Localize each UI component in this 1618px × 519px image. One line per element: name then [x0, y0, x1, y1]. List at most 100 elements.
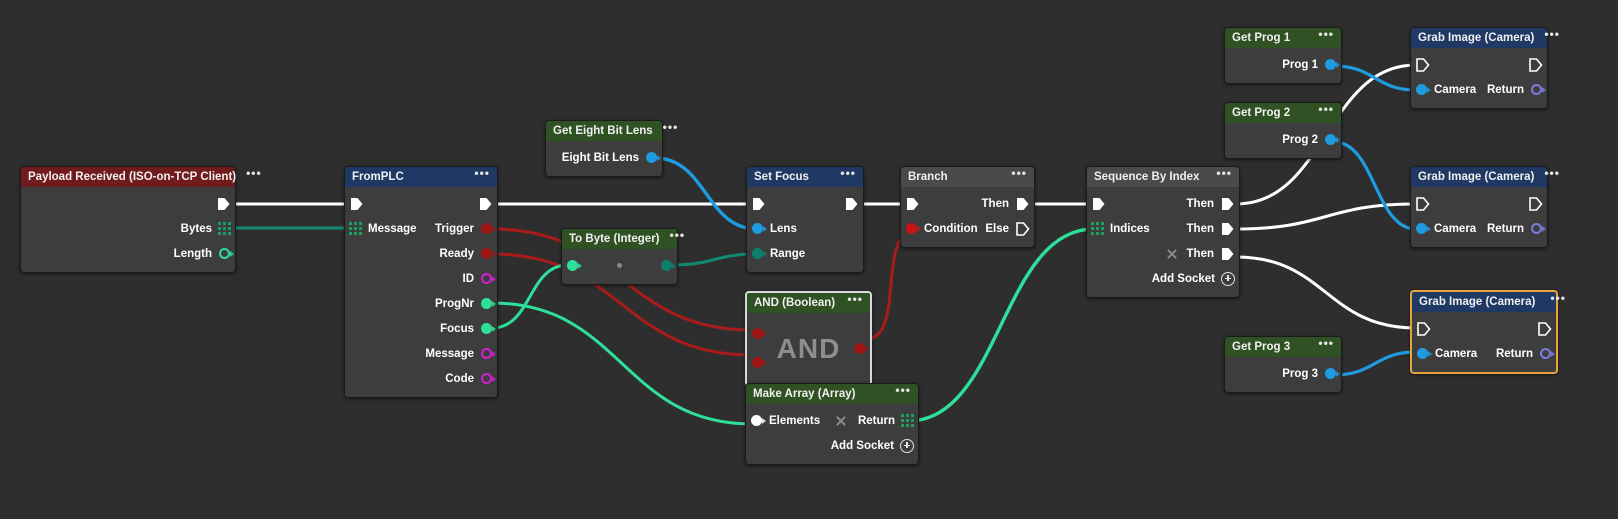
node-menu-button[interactable]: ••• — [1318, 102, 1334, 116]
exec-input-pin[interactable] — [1415, 57, 1430, 73]
node-menu-button[interactable]: ••• — [246, 166, 262, 180]
exec-output-pin[interactable] — [1528, 57, 1543, 73]
output-socket-prog-2[interactable] — [1324, 133, 1340, 146]
exec-output-pin[interactable] — [1220, 221, 1235, 237]
output-socket-return[interactable] — [901, 414, 914, 427]
node-header[interactable]: Get Prog 1••• — [1225, 28, 1341, 48]
node-header[interactable]: AND (Boolean)••• — [747, 293, 870, 313]
node-menu-button[interactable]: ••• — [1216, 166, 1232, 180]
node-menu-button[interactable]: ••• — [1544, 27, 1560, 41]
node-header[interactable]: Make Array (Array)••• — [746, 384, 918, 404]
node-header[interactable]: Get Eight Bit Lens••• — [546, 121, 677, 141]
output-socket-code[interactable] — [480, 372, 496, 385]
add-socket-icon[interactable] — [900, 438, 914, 453]
input-socket-value[interactable] — [566, 259, 582, 272]
remove-socket-icon[interactable] — [1165, 247, 1179, 261]
node-header[interactable]: Branch••• — [901, 167, 1034, 187]
output-socket-return[interactable] — [1530, 83, 1546, 96]
node-menu-button[interactable]: ••• — [1318, 27, 1334, 41]
array-socket-bytes[interactable] — [218, 222, 231, 235]
exec-output-pin-else[interactable] — [1015, 221, 1030, 237]
node-menu-button[interactable]: ••• — [1550, 291, 1566, 305]
input-socket-camera[interactable] — [1415, 83, 1431, 96]
exec-input-pin[interactable] — [1091, 196, 1106, 212]
exec-input-pin[interactable] — [1415, 196, 1430, 212]
node-header[interactable]: To Byte (Integer)••• — [562, 229, 684, 249]
output-socket-prog-1[interactable] — [1324, 58, 1340, 71]
output-socket-eight-bit-lens[interactable] — [645, 151, 661, 164]
exec-output-label: Then — [981, 197, 1009, 210]
node-header[interactable]: Get Prog 2••• — [1225, 103, 1341, 123]
add-socket-icon[interactable] — [1221, 271, 1235, 286]
node-menu-button[interactable]: ••• — [1318, 336, 1334, 350]
exec-input-pin[interactable] — [751, 196, 766, 212]
node-header[interactable]: Set Focus••• — [747, 167, 863, 187]
node-menu-button[interactable]: ••• — [1011, 166, 1027, 180]
node-menu-button[interactable]: ••• — [669, 228, 686, 242]
input-socket-camera[interactable] — [1415, 222, 1431, 235]
exec-input-pin[interactable] — [905, 196, 920, 212]
node-to-byte-integer[interactable]: To Byte (Integer)••• — [561, 228, 684, 285]
exec-output-pin[interactable] — [478, 196, 493, 212]
remove-socket-icon[interactable] — [834, 414, 848, 428]
input-socket-condition[interactable] — [905, 222, 921, 235]
output-socket-message[interactable] — [480, 347, 496, 360]
exec-input-pin[interactable] — [349, 196, 364, 212]
node-menu-button[interactable]: ••• — [662, 120, 679, 134]
output-socket-return[interactable] — [1539, 347, 1555, 360]
node-payload-received[interactable]: Payload Received (ISO-on-TCP Client)•••B… — [20, 166, 261, 273]
node-menu-button[interactable]: ••• — [474, 166, 490, 180]
exec-output-pin[interactable] — [1220, 246, 1235, 262]
output-socket-focus[interactable] — [480, 322, 496, 335]
output-socket-result[interactable] — [853, 342, 869, 355]
input-socket-range[interactable] — [751, 247, 767, 260]
node-header[interactable]: FromPLC••• — [345, 167, 497, 187]
node-header[interactable]: Payload Received (ISO-on-TCP Client)••• — [21, 167, 261, 187]
output-socket-return[interactable] — [1530, 222, 1546, 235]
output-socket-prog-3[interactable] — [1324, 367, 1340, 380]
input-socket-a[interactable] — [751, 327, 767, 340]
input-socket-message[interactable] — [349, 222, 362, 235]
input-socket-b[interactable] — [751, 356, 767, 369]
exec-output-pin[interactable] — [844, 196, 859, 212]
node-menu-button[interactable]: ••• — [840, 166, 856, 180]
input-socket-elements[interactable] — [750, 414, 766, 427]
input-socket-indices[interactable] — [1091, 222, 1104, 235]
node-and-boolean[interactable]: AND (Boolean)•••AND — [745, 291, 872, 387]
node-header[interactable]: Grab Image (Camera)••• — [1411, 167, 1559, 187]
output-socket-trigger[interactable] — [480, 222, 496, 235]
node-get-prog-1[interactable]: Get Prog 1•••Prog 1 — [1224, 27, 1342, 84]
output-socket-prognr[interactable] — [480, 297, 496, 310]
node-menu-button[interactable]: ••• — [847, 292, 863, 306]
node-menu-button[interactable]: ••• — [1544, 166, 1560, 180]
exec-input-pin[interactable] — [1416, 321, 1431, 337]
output-socket-id[interactable] — [480, 272, 496, 285]
exec-output-pin[interactable] — [216, 196, 231, 212]
output-socket-ready[interactable] — [480, 247, 496, 260]
output-socket-length[interactable] — [218, 247, 234, 260]
exec-output-pin[interactable] — [1537, 321, 1552, 337]
node-get-prog-3[interactable]: Get Prog 3•••Prog 3 — [1224, 336, 1342, 393]
exec-output-pin[interactable] — [1220, 196, 1235, 212]
output-socket-value[interactable] — [660, 259, 676, 272]
node-header[interactable]: Grab Image (Camera)••• — [1412, 292, 1565, 312]
input-socket-lens[interactable] — [751, 222, 767, 235]
node-menu-button[interactable]: ••• — [895, 383, 911, 397]
node-get-eight-bit-lens[interactable]: Get Eight Bit Lens•••Eight Bit Lens — [545, 120, 677, 177]
node-get-prog-2[interactable]: Get Prog 2•••Prog 2 — [1224, 102, 1342, 159]
input-socket-camera[interactable] — [1416, 347, 1432, 360]
node-header[interactable]: Grab Image (Camera)••• — [1411, 28, 1559, 48]
node-header[interactable]: Sequence By Index••• — [1087, 167, 1239, 187]
exec-output-pin[interactable] — [1015, 196, 1030, 212]
exec-output-pin[interactable] — [1528, 196, 1543, 212]
node-header[interactable]: Get Prog 3••• — [1225, 337, 1341, 357]
